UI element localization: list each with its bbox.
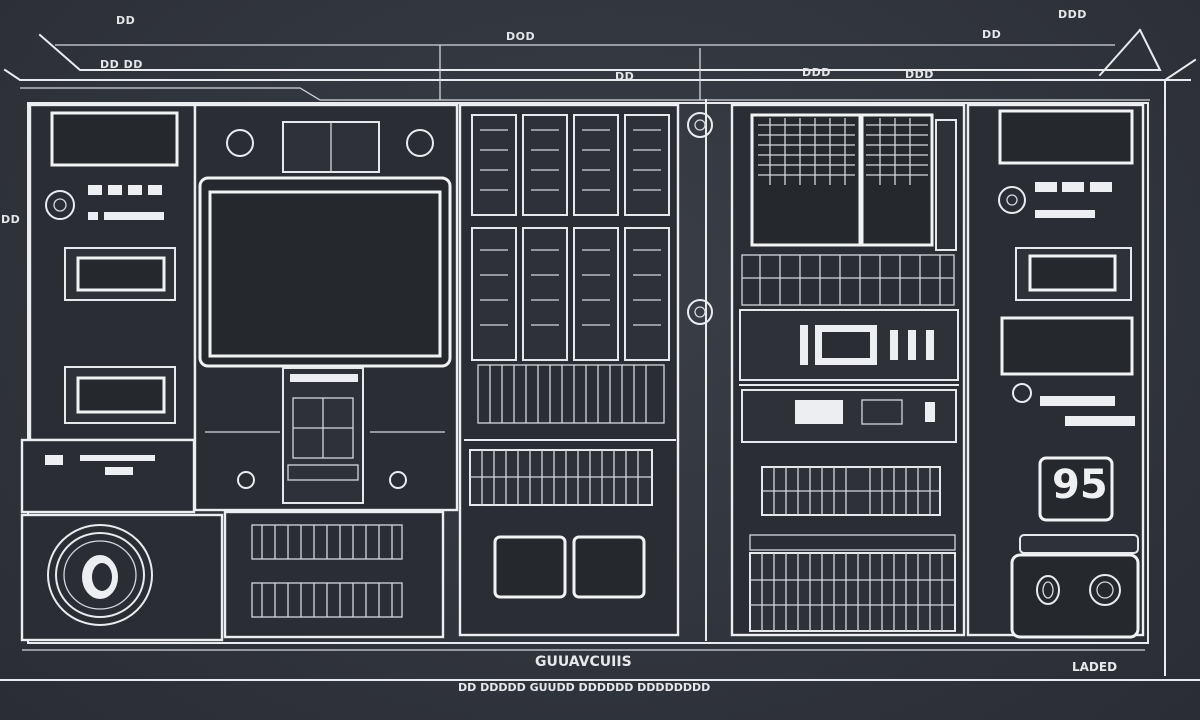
digit-readout: 95 <box>1052 462 1108 508</box>
label-top-e: DDD <box>802 66 831 79</box>
label-top-b: DD DD <box>100 58 143 71</box>
grid-column <box>730 103 992 637</box>
label-top-g: DD <box>982 28 1002 41</box>
caption-title: GUUAVCUIIS <box>535 654 632 670</box>
rack-column <box>458 103 680 637</box>
label-side-left: DD <box>1 213 21 226</box>
right-column <box>966 103 1145 639</box>
label-top-h: DDD <box>905 68 934 81</box>
footer-right-label: LADED <box>1072 660 1118 674</box>
label-top-d: DD <box>615 70 635 83</box>
outer-frame <box>27 102 1149 644</box>
label-top-f: DDD <box>1058 8 1087 21</box>
monitor-column <box>193 103 459 639</box>
ceiling-lines <box>3 28 1197 676</box>
caption-subtitle: DD DDDDD GUUDD DDDDDD DDDDDDDD <box>458 681 711 694</box>
label-top-c: DOD <box>506 30 536 43</box>
left-column <box>20 103 224 642</box>
label-top-a: DD <box>116 14 136 27</box>
center-pillar <box>687 99 713 641</box>
